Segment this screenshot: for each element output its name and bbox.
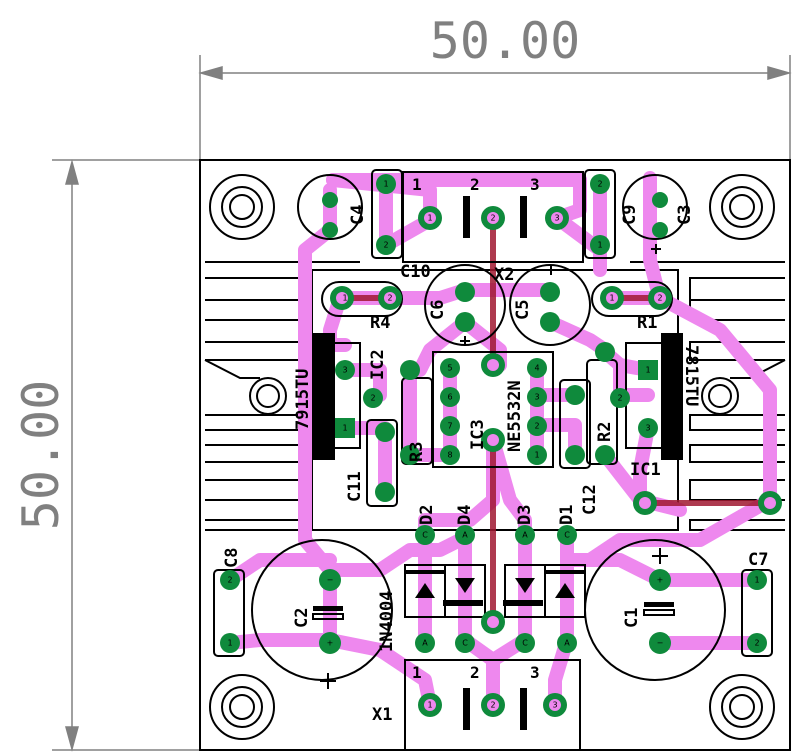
component-bodies [312, 196, 675, 730]
label-ic2: IC2 [368, 349, 388, 380]
svg-text:+: + [327, 639, 334, 648]
label-c8: C8 [222, 548, 242, 568]
svg-text:1: 1 [342, 294, 347, 303]
component-labels: C4 C9 C3 C10 C6 C5 X2 R4 R1 IC2 7915TU I… [222, 205, 768, 725]
label-ic3: IC3 [468, 419, 488, 450]
label-diode-part: 1N4004 [377, 591, 397, 652]
x2-pin-2-label: 2 [470, 175, 480, 194]
label-c11: C11 [345, 471, 365, 502]
polarity-marks [320, 244, 668, 689]
label-d1: D1 [557, 505, 577, 525]
svg-text:A: A [462, 531, 468, 540]
height-dimension-label: 50.00 [12, 380, 70, 531]
svg-text:3: 3 [552, 701, 557, 710]
x1-pin-1-label: 1 [412, 663, 422, 682]
svg-text:1: 1 [645, 366, 650, 375]
label-c1: C1 [622, 608, 642, 628]
connector-pin-labels: 1 2 3 1 2 3 [412, 175, 540, 682]
svg-text:C: C [462, 639, 468, 648]
label-c10: C10 [400, 262, 431, 282]
svg-text:7: 7 [447, 422, 452, 431]
svg-text:5: 5 [447, 364, 452, 373]
svg-text:3: 3 [554, 214, 559, 223]
svg-text:A: A [422, 639, 428, 648]
dimension-lines [52, 55, 792, 752]
label-r4: R4 [370, 313, 390, 333]
label-x1: X1 [372, 705, 392, 725]
svg-text:1: 1 [427, 701, 432, 710]
svg-text:2: 2 [490, 701, 495, 710]
svg-text:2: 2 [597, 180, 602, 189]
svg-text:−: − [327, 576, 334, 585]
svg-text:4: 4 [534, 364, 539, 373]
label-ic2-part: 7915TU [293, 369, 313, 430]
pads [220, 174, 782, 717]
label-d3: D3 [515, 505, 535, 525]
label-d4: D4 [455, 505, 475, 525]
svg-text:C: C [564, 531, 570, 540]
svg-text:3: 3 [342, 366, 347, 375]
svg-text:2: 2 [383, 241, 388, 250]
label-c7: C7 [748, 550, 768, 570]
pad-numbers: 1 2 3 1 2 3 1 2 2 1 1 2 1 2 3 2 1 1 2 3 5 6 7 8 4 3 2 1 C A… [227, 180, 759, 710]
x2-pin-3-label: 3 [530, 175, 540, 194]
label-c6: C6 [428, 300, 448, 320]
x1-pin-2-label: 2 [470, 663, 480, 682]
label-d2: D2 [417, 505, 437, 525]
x1-pin-3-label: 3 [530, 663, 540, 682]
svg-text:2: 2 [387, 294, 392, 303]
svg-text:3: 3 [534, 393, 539, 402]
label-c9: C9 [620, 205, 640, 225]
label-c2: C2 [292, 608, 312, 628]
svg-text:2: 2 [370, 394, 375, 403]
label-r2: R2 [595, 422, 615, 442]
label-c3: C3 [675, 205, 695, 225]
width-dimension-label: 50.00 [430, 12, 581, 70]
svg-text:2: 2 [534, 422, 539, 431]
label-r3: R3 [407, 442, 427, 462]
svg-text:2: 2 [657, 294, 662, 303]
svg-text:C: C [422, 531, 428, 540]
svg-text:1: 1 [427, 214, 432, 223]
label-r1: R1 [637, 313, 657, 333]
svg-text:1: 1 [342, 424, 347, 433]
svg-text:C: C [522, 639, 528, 648]
svg-text:1: 1 [227, 639, 232, 648]
label-x2: X2 [494, 265, 514, 285]
label-ic1: IC1 [630, 460, 661, 480]
svg-text:6: 6 [447, 393, 452, 402]
svg-text:1: 1 [754, 576, 759, 585]
svg-text:2: 2 [754, 639, 759, 648]
svg-text:2: 2 [617, 394, 622, 403]
svg-text:−: − [657, 639, 664, 648]
svg-text:1: 1 [597, 241, 602, 250]
label-c12: C12 [580, 484, 600, 515]
label-ic3-part: NE5532N [505, 380, 525, 452]
label-c4: C4 [348, 205, 368, 225]
svg-text:A: A [522, 531, 528, 540]
svg-text:1: 1 [609, 294, 614, 303]
svg-text:8: 8 [447, 451, 452, 460]
svg-text:1: 1 [534, 451, 539, 460]
x2-pin-1-label: 1 [412, 175, 422, 194]
svg-text:2: 2 [490, 214, 495, 223]
svg-text:2: 2 [227, 576, 232, 585]
svg-text:+: + [657, 576, 664, 585]
svg-text:A: A [564, 639, 570, 648]
svg-text:1: 1 [383, 180, 388, 189]
mounting-holes [209, 174, 775, 740]
label-ic1-part: 7815TU [681, 345, 701, 406]
label-c5: C5 [513, 300, 533, 320]
svg-text:3: 3 [645, 424, 650, 433]
